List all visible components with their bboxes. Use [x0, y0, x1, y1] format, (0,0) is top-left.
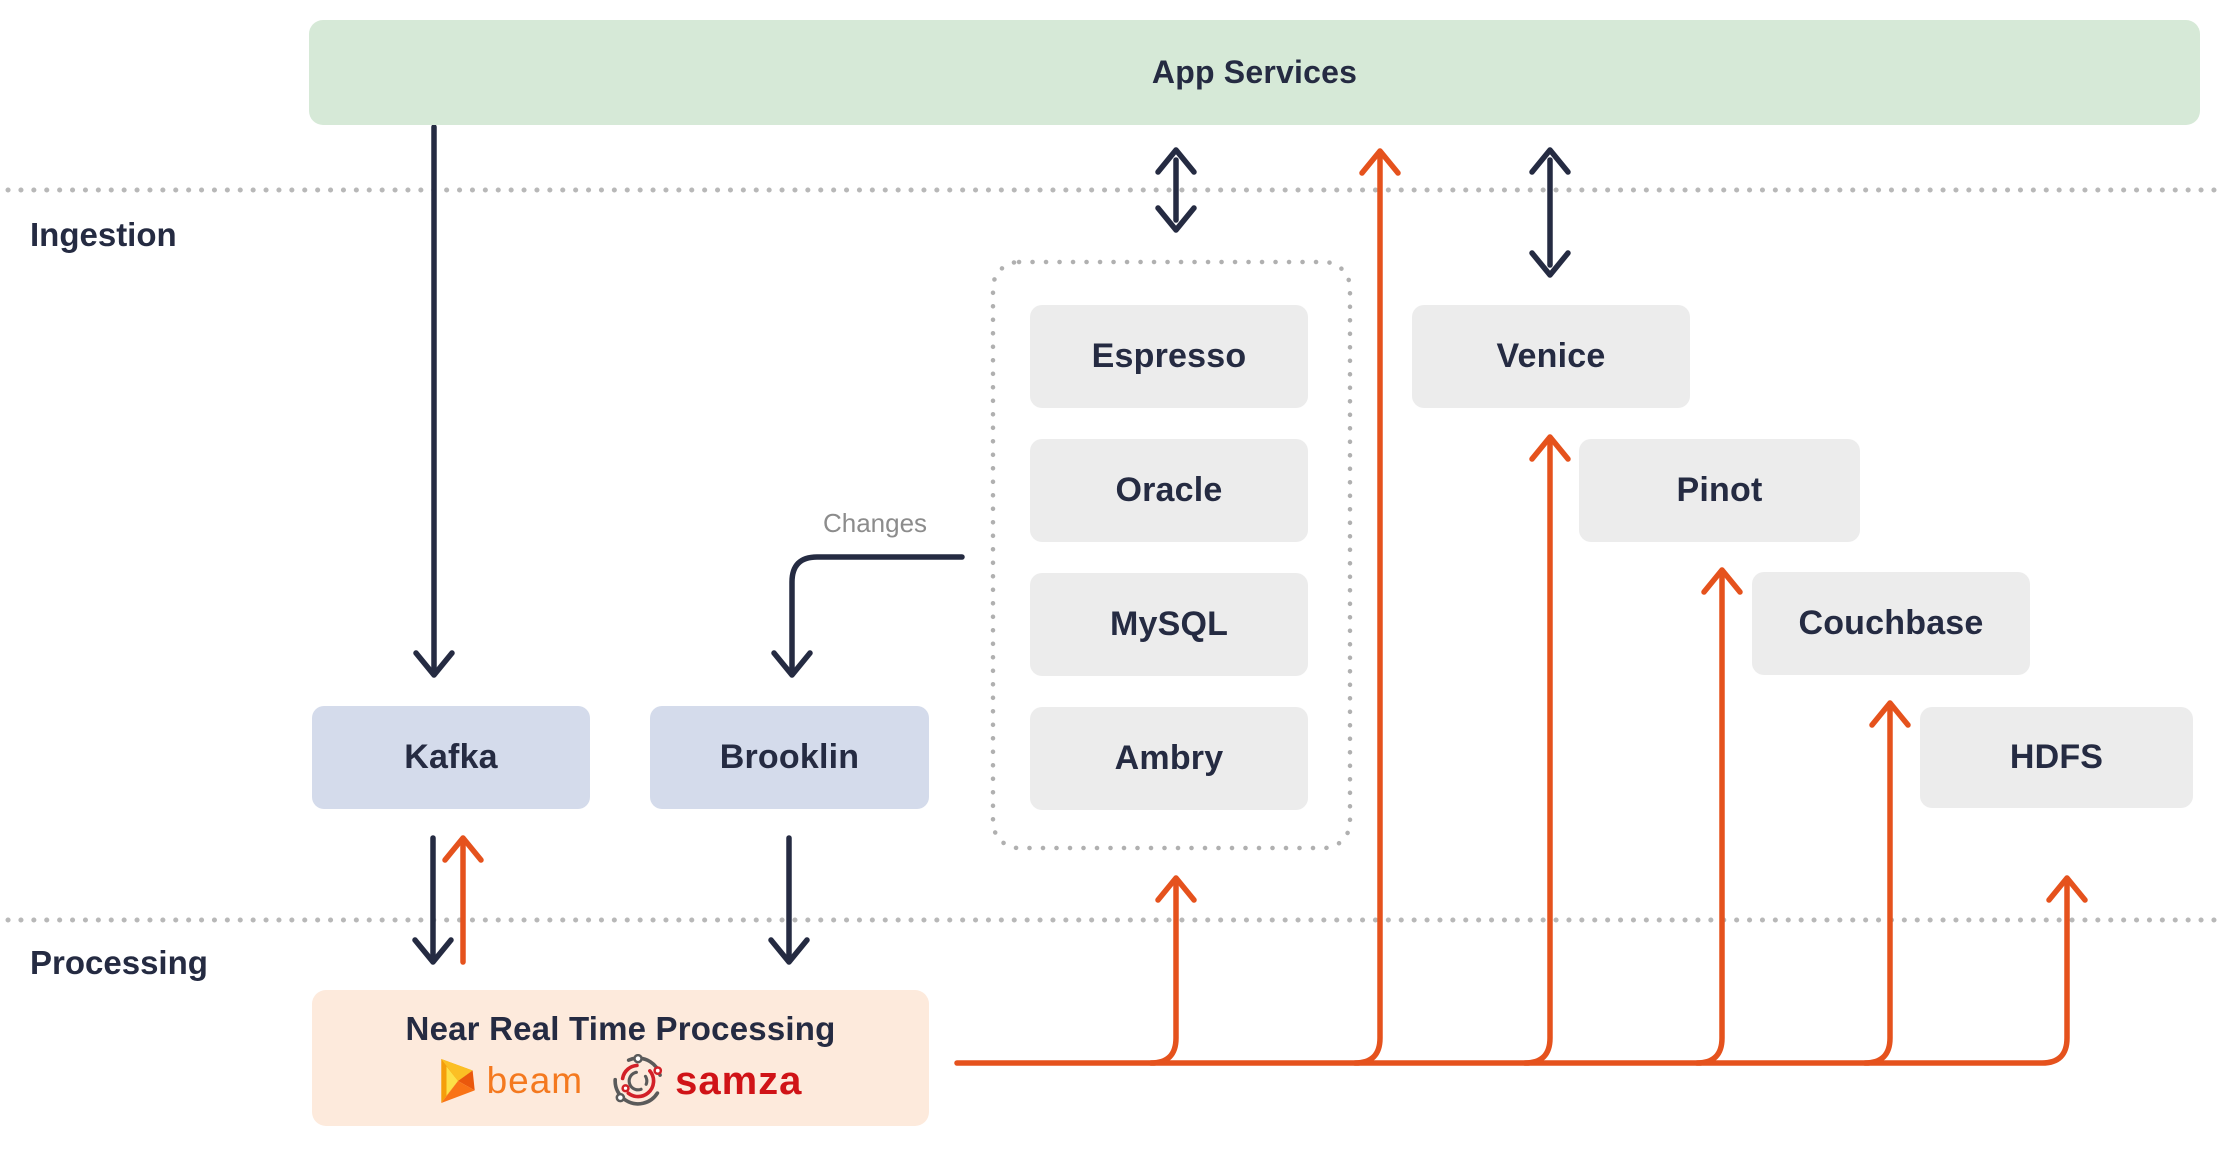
ingestion-lane-label: Ingestion	[30, 216, 177, 253]
changes-annotation: Changes	[822, 508, 928, 538]
couchbase-node: Couchbase	[1752, 572, 2030, 675]
venice-node: Venice	[1412, 305, 1690, 408]
couchbase-label: Couchbase	[1798, 604, 1984, 642]
venice-label: Venice	[1496, 337, 1606, 375]
brooklin-label: Brooklin	[719, 738, 860, 776]
app-services-label: App Services	[1151, 54, 1358, 90]
beam-logo: beam	[439, 1058, 584, 1104]
kafka-node: Kafka	[312, 706, 590, 809]
beam-wordmark: beam	[486, 1060, 584, 1101]
near-real-time-processing-node: Near Real Time Processing beam	[312, 990, 929, 1126]
samza-logo-icon	[613, 1054, 663, 1106]
hdfs-label: HDFS	[2009, 738, 2104, 776]
oracle-node: Oracle	[1030, 439, 1308, 542]
samza-logo: samza	[611, 1054, 802, 1108]
espresso-label: Espresso	[1091, 337, 1247, 375]
brooklin-node: Brooklin	[650, 706, 929, 809]
pinot-label: Pinot	[1676, 471, 1763, 509]
espresso-node: Espresso	[1030, 305, 1308, 408]
app-services-node: App Services	[309, 20, 2200, 125]
mysql-label: MySQL	[1109, 605, 1229, 643]
nrt-title: Near Real Time Processing	[405, 1010, 836, 1047]
kafka-label: Kafka	[404, 738, 498, 776]
oracle-label: Oracle	[1115, 471, 1223, 509]
ambry-node: Ambry	[1030, 707, 1308, 810]
pinot-node: Pinot	[1579, 439, 1860, 542]
samza-wordmark: samza	[675, 1058, 803, 1103]
ambry-label: Ambry	[1114, 739, 1224, 777]
hdfs-node: HDFS	[1920, 707, 2193, 808]
mysql-node: MySQL	[1030, 573, 1308, 676]
nrt-logo-row: beam samza	[439, 1054, 803, 1108]
beam-logo-icon	[440, 1059, 475, 1103]
processing-lane-label: Processing	[30, 944, 208, 981]
